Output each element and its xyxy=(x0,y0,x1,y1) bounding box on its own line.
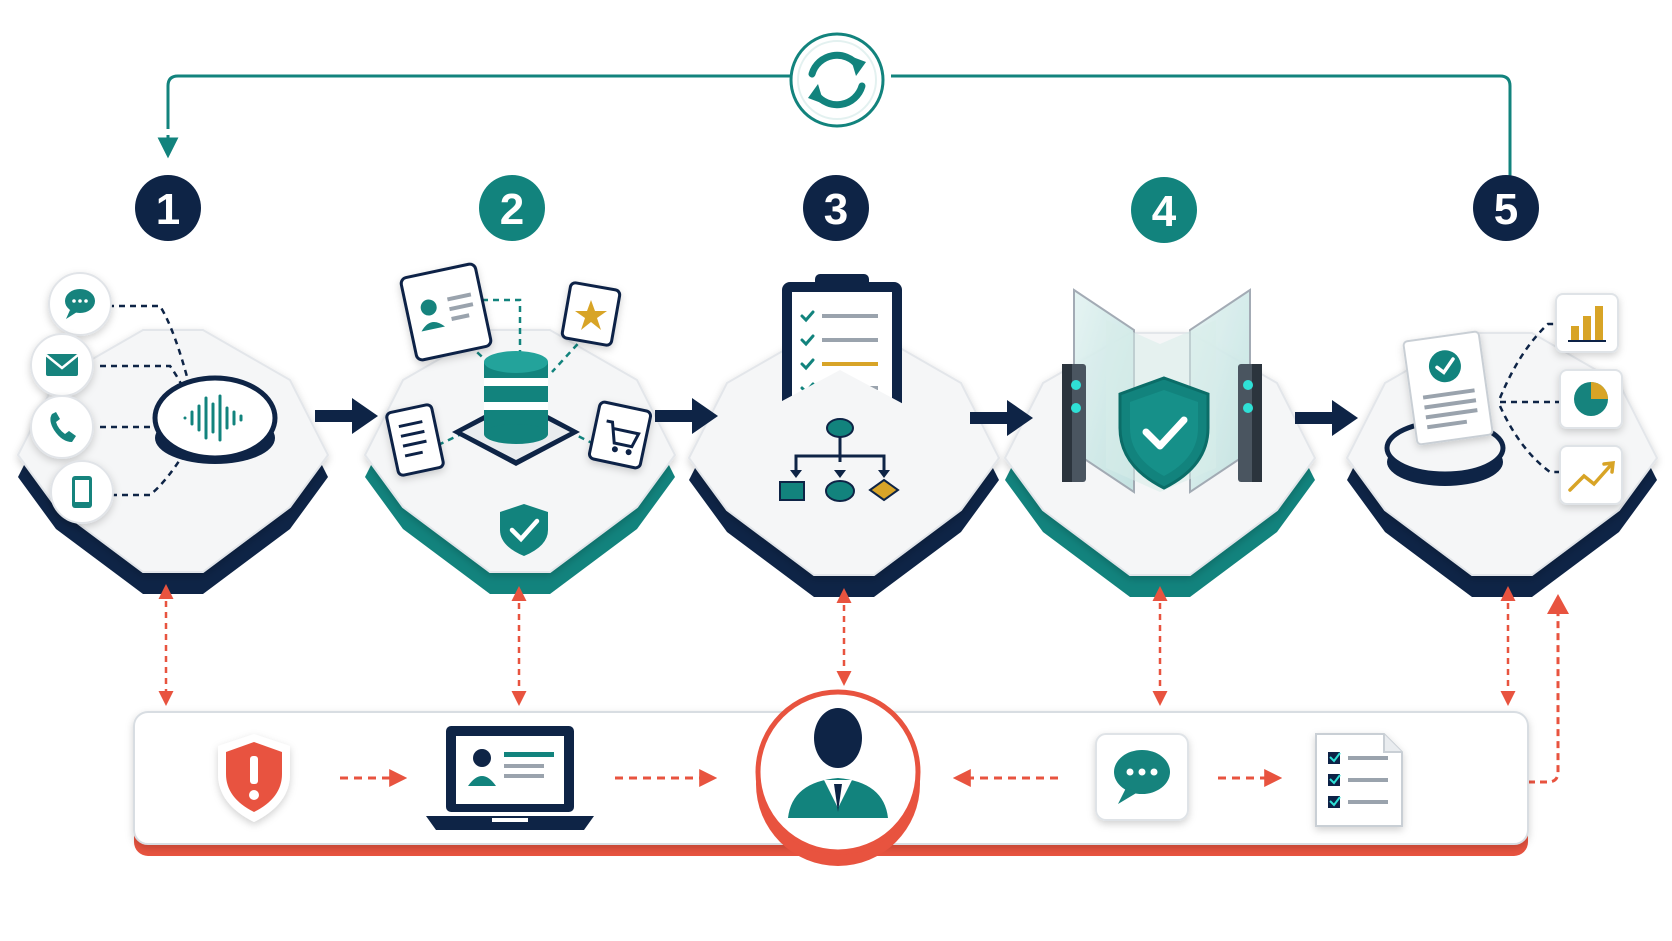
report-document-icon xyxy=(1384,330,1506,486)
step-5-icons xyxy=(1384,293,1623,505)
agent-avatar-icon xyxy=(755,689,921,866)
step-2-icons xyxy=(385,262,653,556)
step-badge-4: 4 xyxy=(1131,177,1197,243)
feedback-loop xyxy=(157,32,1512,182)
step-4-icons xyxy=(1062,288,1262,494)
checklist-document-icon xyxy=(1315,733,1403,827)
speech-bubble-icon xyxy=(1095,733,1189,821)
step-number: 2 xyxy=(500,185,524,234)
step-3-icons xyxy=(728,274,952,502)
step-badge-2: 2 xyxy=(479,175,545,241)
flowchart-icon xyxy=(728,370,952,502)
vertical-connectors xyxy=(158,584,1516,706)
step-1-icons xyxy=(30,272,278,524)
laptop-profile-icon xyxy=(426,726,594,830)
star-icon xyxy=(560,281,622,347)
envelope-icon xyxy=(30,333,94,397)
step-arrows xyxy=(315,398,1358,436)
refresh-cycle-icon xyxy=(789,32,885,128)
arrow-1-2-icon xyxy=(315,398,378,434)
step-badge-5: 5 xyxy=(1473,175,1539,241)
step-badge-1: 1 xyxy=(135,175,201,241)
shield-check-icon xyxy=(500,504,548,556)
profile-card-icon xyxy=(399,262,493,362)
sound-wave-icon xyxy=(152,375,278,464)
mobile-icon xyxy=(50,460,114,524)
chat-bubble-icon xyxy=(48,272,112,336)
step-badge-3: 3 xyxy=(803,175,869,241)
shopping-cart-icon xyxy=(587,400,653,470)
arrow-2-3-icon xyxy=(655,398,718,434)
pie-chart-icon xyxy=(1559,369,1623,429)
step-number: 5 xyxy=(1494,185,1518,234)
arrow-3-4-icon xyxy=(970,400,1033,436)
return-connector xyxy=(1528,594,1569,784)
document-icon xyxy=(385,403,445,477)
arrow-4-5-icon xyxy=(1295,400,1358,436)
database-icon xyxy=(452,351,580,466)
shield-check-icon xyxy=(1118,376,1210,490)
phone-icon xyxy=(30,395,94,459)
step-number: 4 xyxy=(1152,187,1177,236)
step-number: 1 xyxy=(156,185,180,234)
step-number: 3 xyxy=(824,185,848,234)
bar-chart-icon xyxy=(1555,293,1619,353)
alert-shield-icon xyxy=(218,734,290,822)
trend-line-icon xyxy=(1559,445,1623,505)
